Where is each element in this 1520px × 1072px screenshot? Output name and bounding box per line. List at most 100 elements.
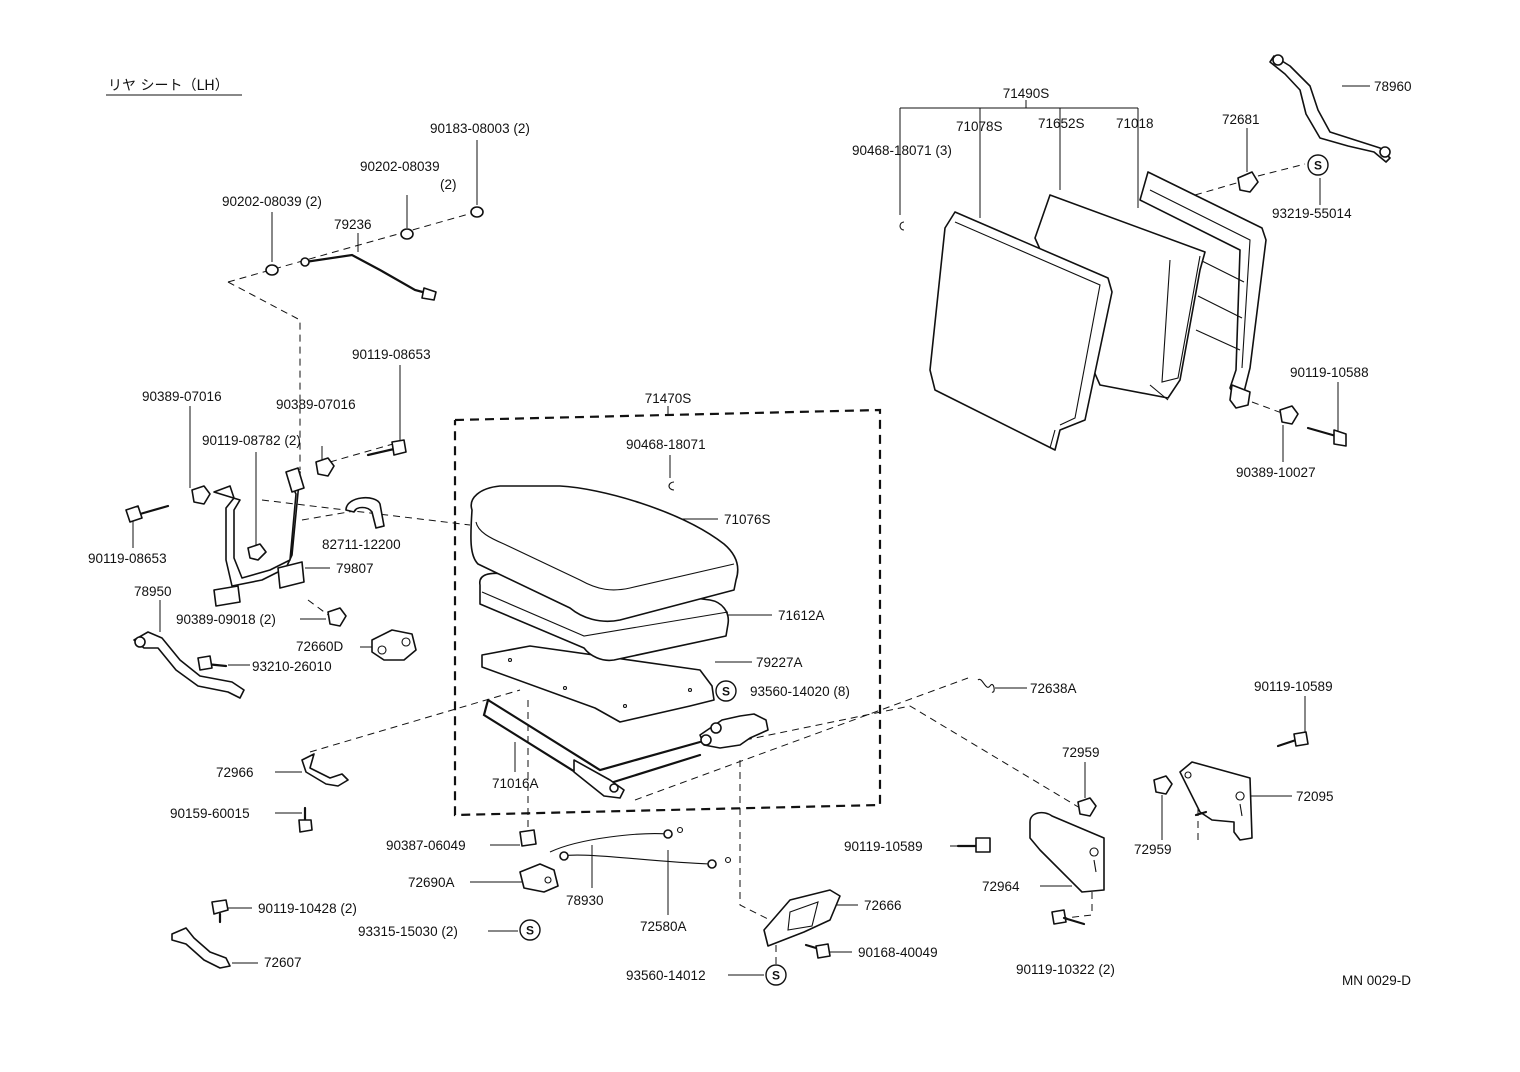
strap-78960 xyxy=(1269,54,1391,163)
bolt-90119-08782 xyxy=(247,543,267,561)
label-72607: 72607 xyxy=(264,955,302,970)
cushion-cover-71076S xyxy=(470,485,739,623)
diagram-title: リヤ シート（LH） xyxy=(106,78,242,96)
nut-72959-mid xyxy=(1077,797,1097,817)
nut-90389-07016-right xyxy=(315,457,335,477)
label-90389-10027: 90389-10027 xyxy=(1236,465,1316,480)
label-90119-08653-top: 90119-08653 xyxy=(352,347,431,362)
label-71652S: 71652S xyxy=(1038,116,1085,131)
label-90119-10588: 90119-10588 xyxy=(1290,365,1369,380)
clip-90468-18071-top xyxy=(899,221,905,231)
label-90389-09018: 90389-09018 (2) xyxy=(176,612,276,627)
seat-back-cover-71078S xyxy=(929,211,1113,451)
label-72638A: 72638A xyxy=(1030,681,1077,696)
label-90119-10589-mid: 90119-10589 xyxy=(844,839,923,854)
cushion-frame-71016A xyxy=(482,698,702,799)
seat-back-frame-71018 xyxy=(1139,171,1267,409)
label-72660D: 72660D xyxy=(296,639,344,654)
label-72681: 72681 xyxy=(1222,112,1260,127)
svg-text:S: S xyxy=(772,969,780,983)
label-90119-10428: 90119-10428 (2) xyxy=(258,901,357,916)
label-90119-08653-left: 90119-08653 xyxy=(88,551,167,566)
label-72666: 72666 xyxy=(864,898,902,913)
label-90202-08039-a-qty: (2) xyxy=(440,177,457,192)
bolt-90119-08653-left xyxy=(125,504,170,523)
s-mark-93219-55014: S xyxy=(1307,154,1329,176)
svg-text:S: S xyxy=(526,924,534,938)
label-79236: 79236 xyxy=(334,217,372,232)
bolt-90119-10588 xyxy=(1306,426,1347,447)
label-78950: 78950 xyxy=(134,584,172,599)
label-72959-right: 72959 xyxy=(1134,842,1172,857)
label-79807: 79807 xyxy=(336,561,374,576)
cable-78930 xyxy=(549,826,732,869)
bolt-90119-08653-top xyxy=(366,439,407,457)
label-93219-55014: 93219-55014 xyxy=(1272,206,1352,221)
hinge-72660D xyxy=(371,629,417,661)
label-90168-40049: 90168-40049 xyxy=(858,945,938,960)
bolt-90119-10322 xyxy=(1051,909,1086,926)
lever-72690A xyxy=(519,863,559,893)
clamp-82711-12200 xyxy=(345,497,385,529)
label-93560-14020: 93560-14020 (8) xyxy=(750,684,850,699)
leader-lines xyxy=(132,85,1370,976)
label-71076S: 71076S xyxy=(724,512,771,527)
bracket-72095 xyxy=(1179,761,1253,841)
nut-72681 xyxy=(1237,171,1259,193)
label-72690A: 72690A xyxy=(408,875,455,890)
label-72966: 72966 xyxy=(216,765,254,780)
spring-72638A xyxy=(977,678,995,693)
label-assembly-seat-back: 71490S xyxy=(1003,86,1050,101)
label-93315-15030: 93315-15030 (2) xyxy=(358,924,458,939)
label-90119-10589-right: 90119-10589 xyxy=(1254,679,1333,694)
label-93560-14012: 93560-14012 xyxy=(626,968,706,983)
bolt-90119-10589-right xyxy=(1276,731,1309,748)
strap-78950 xyxy=(133,631,245,699)
label-78960: 78960 xyxy=(1374,79,1412,94)
label-90468-18071-top: 90468-18071 (3) xyxy=(852,143,952,158)
cover-72666 xyxy=(763,889,841,947)
nut-90389-07016-left xyxy=(191,485,211,505)
label-90183-08003: 90183-08003 (2) xyxy=(430,121,530,136)
label-78930: 78930 xyxy=(566,893,604,908)
label-90468-18071-mid: 90468-18071 xyxy=(626,437,706,452)
bracket-79807 xyxy=(213,467,305,607)
label-90159-60015: 90159-60015 xyxy=(170,806,250,821)
label-90119-08782: 90119-08782 (2) xyxy=(202,433,301,448)
label-assembly-seat-cushion: 71470S xyxy=(645,391,692,406)
label-90202-08039-a: 90202-08039 xyxy=(360,159,440,174)
label-72580A: 72580A xyxy=(640,919,687,934)
label-71078S: 71078S xyxy=(956,119,1003,134)
link-72607 xyxy=(171,927,231,969)
s-mark-93560-14012: S xyxy=(765,964,787,986)
screw-90168-40049 xyxy=(804,943,831,959)
label-72964: 72964 xyxy=(982,879,1020,894)
nut-72959-right xyxy=(1153,775,1173,795)
title-text: リヤ シート（LH） xyxy=(108,78,229,94)
label-72095: 72095 xyxy=(1296,789,1334,804)
part-labels: 71490S 71470S 90183-08003 (2) 90202-0803… xyxy=(88,79,1412,988)
cushion-lock-bracket xyxy=(699,713,769,749)
rod-79236 xyxy=(300,253,437,301)
label-90202-08039-b: 90202-08039 (2) xyxy=(222,194,322,209)
svg-text:S: S xyxy=(722,685,730,699)
bolt-90159-60015 xyxy=(298,806,313,833)
label-82711-12200: 82711-12200 xyxy=(322,537,401,552)
s-mark-93560-14020: S xyxy=(715,680,737,702)
washer-90202-08039-a xyxy=(400,228,414,240)
label-90389-07016-left: 90389-07016 xyxy=(142,389,222,404)
label-79227A: 79227A xyxy=(756,655,803,670)
figure-code: MN 0029-D xyxy=(1342,973,1411,988)
bolt-90119-10428 xyxy=(211,899,229,924)
label-72959-mid: 72959 xyxy=(1062,745,1100,760)
label-90389-07016-right: 90389-07016 xyxy=(276,397,356,412)
svg-text:S: S xyxy=(1314,159,1322,173)
label-93210-26010: 93210-26010 xyxy=(252,659,332,674)
plate-72966 xyxy=(301,753,349,787)
nut-90389-10027 xyxy=(1279,405,1299,425)
label-71612A: 71612A xyxy=(778,608,825,623)
bolt-90119-10589-mid xyxy=(956,837,991,853)
label-71016A: 71016A xyxy=(492,776,539,791)
washer-90202-08039-b xyxy=(265,264,279,276)
clip-90468-18071-mid xyxy=(668,481,675,491)
